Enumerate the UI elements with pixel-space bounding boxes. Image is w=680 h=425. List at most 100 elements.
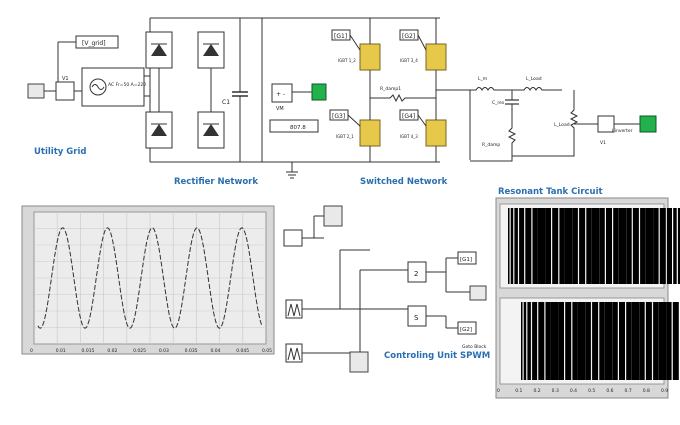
pulse-bar bbox=[510, 208, 514, 284]
pulse-bar bbox=[645, 208, 648, 284]
pulse-bar bbox=[577, 302, 580, 380]
svg-text:S: S bbox=[414, 314, 419, 322]
sine-x-tick-label: 0.025 bbox=[133, 348, 146, 354]
pulse-x-tick-label: 0 bbox=[497, 388, 500, 394]
pulse-bar bbox=[631, 302, 634, 380]
sine-x-tick-label: 0.05 bbox=[262, 348, 272, 354]
igbt-1[interactable] bbox=[359, 43, 381, 71]
utility-grid-label: Utility Grid bbox=[34, 147, 86, 157]
source-params-text: AC Fr=50 A=220 bbox=[108, 82, 146, 88]
svg-text:IGBT 1_2: IGBT 1_2 bbox=[338, 58, 356, 63]
pulse-x-tick-label: 0.9 bbox=[661, 388, 668, 394]
igbt-2[interactable] bbox=[425, 43, 447, 71]
switched-network-label: Switched Network bbox=[360, 177, 448, 187]
pulse-bar bbox=[639, 302, 645, 380]
diode-2[interactable] bbox=[197, 31, 225, 69]
switched-network-section: + - VM 807.8 [G1] [G2] [G3] [G4] IGBT 1_… bbox=[261, 17, 470, 187]
sine-curve bbox=[37, 227, 263, 329]
pulse-x-tick-label: 0.7 bbox=[625, 388, 632, 394]
resonant-tank-label: Resonant Tank Circuit bbox=[498, 187, 603, 197]
svg-text:[G2]: [G2] bbox=[460, 327, 472, 333]
pulse-bar bbox=[592, 208, 596, 284]
pulse-bar bbox=[622, 208, 626, 284]
svg-text:[G1]: [G1] bbox=[334, 33, 347, 40]
utility-grid-section: V1 AC Fr=50 A=220 [​V_grid] Utility Grid bbox=[27, 35, 146, 157]
pulse-bar bbox=[552, 208, 559, 284]
inverter-display[interactable] bbox=[639, 115, 657, 133]
pulse-bar bbox=[551, 302, 556, 380]
svg-text:V1: V1 bbox=[600, 140, 606, 146]
pulse-bar bbox=[585, 302, 591, 380]
pulse-bar bbox=[508, 208, 510, 284]
pulse-bar bbox=[519, 208, 525, 284]
pulse-bar bbox=[538, 302, 545, 380]
vm-display[interactable] bbox=[311, 83, 327, 101]
pulse-bar bbox=[595, 208, 599, 284]
pulse-bar bbox=[615, 208, 618, 284]
sine-x-tick-label: 0.02 bbox=[107, 348, 117, 354]
svg-text:[G1]: [G1] bbox=[460, 257, 472, 263]
svg-text:[G4]: [G4] bbox=[402, 113, 415, 120]
pulse-bar bbox=[565, 208, 570, 284]
pulse-bar bbox=[527, 302, 531, 380]
diode-4[interactable] bbox=[197, 111, 225, 149]
pulse-bar bbox=[541, 208, 545, 284]
svg-text:VM: VM bbox=[276, 106, 284, 112]
ctrl-scope-3[interactable] bbox=[469, 285, 487, 301]
pulse-bar bbox=[626, 208, 632, 284]
igbt-4[interactable] bbox=[425, 119, 447, 147]
dc-capacitor[interactable] bbox=[232, 18, 248, 162]
goto-g1[interactable] bbox=[457, 251, 477, 265]
pulse-bar bbox=[667, 208, 672, 284]
svg-text:[G2]: [G2] bbox=[402, 33, 415, 40]
pulse-bar bbox=[605, 302, 609, 380]
svg-text:IGBT 2_1: IGBT 2_1 bbox=[336, 134, 354, 139]
pulse-bar bbox=[618, 208, 621, 284]
ctrl-scope-1[interactable] bbox=[323, 205, 343, 227]
sine-x-tick-label: 0 bbox=[30, 348, 33, 354]
svg-text:L_Load: L_Load bbox=[526, 76, 542, 82]
pulse-bar bbox=[661, 302, 666, 380]
pulse-x-tick-label: 0.1 bbox=[515, 388, 522, 394]
ctrl-scope-2[interactable] bbox=[349, 351, 369, 373]
grid-measure-block[interactable] bbox=[55, 81, 75, 101]
grid-scope-block[interactable] bbox=[27, 83, 45, 99]
pulse-bar bbox=[599, 208, 605, 284]
pulse-train-bottom bbox=[521, 302, 679, 380]
sine-x-tick-label: 0.03 bbox=[159, 348, 169, 354]
igbt-3[interactable] bbox=[359, 119, 381, 147]
pulse-bar bbox=[559, 302, 564, 380]
sine-grid bbox=[34, 212, 266, 344]
resonant-tank-section: L_m L_Load C_res R_damp L_Load V1 I inve… bbox=[469, 76, 657, 197]
clock-block[interactable] bbox=[283, 229, 303, 247]
svg-text:L_Load: L_Load bbox=[554, 122, 570, 128]
svg-text:L_m: L_m bbox=[478, 76, 487, 82]
svg-text:IGBT 3_4: IGBT 3_4 bbox=[400, 58, 418, 63]
diode-3[interactable] bbox=[145, 111, 173, 149]
dc-readout-block[interactable] bbox=[269, 119, 319, 133]
rectifier-section: C1 Rectifier Network bbox=[144, 17, 298, 187]
controlling-unit-section: 2 S [G1] [G2] Goto Block Controling Unit… bbox=[283, 205, 490, 373]
pulse-bar bbox=[572, 208, 578, 284]
controlling-unit-label: Controling Unit SPWM bbox=[384, 351, 490, 361]
pulse-bar bbox=[592, 302, 599, 380]
pulse-bar bbox=[521, 302, 523, 380]
pulse-bar bbox=[635, 302, 639, 380]
diode-1[interactable] bbox=[145, 31, 173, 69]
pulse-bar bbox=[588, 208, 591, 284]
vm-block[interactable] bbox=[271, 83, 293, 103]
svg-text:807.8: 807.8 bbox=[290, 125, 306, 131]
pulse-bar bbox=[591, 208, 594, 284]
pulse-x-tick-label: 0.5 bbox=[588, 388, 595, 394]
pulse-bar bbox=[514, 208, 518, 284]
svg-text:V1: V1 bbox=[62, 76, 69, 82]
pulse-bar bbox=[619, 208, 623, 284]
pulse-bar bbox=[658, 302, 661, 380]
pulse-bar bbox=[677, 208, 680, 284]
svg-text:I inverter: I inverter bbox=[612, 128, 633, 134]
goto-g2[interactable] bbox=[457, 321, 477, 335]
pulse-bar bbox=[666, 302, 672, 380]
pulse-bar bbox=[653, 208, 659, 284]
